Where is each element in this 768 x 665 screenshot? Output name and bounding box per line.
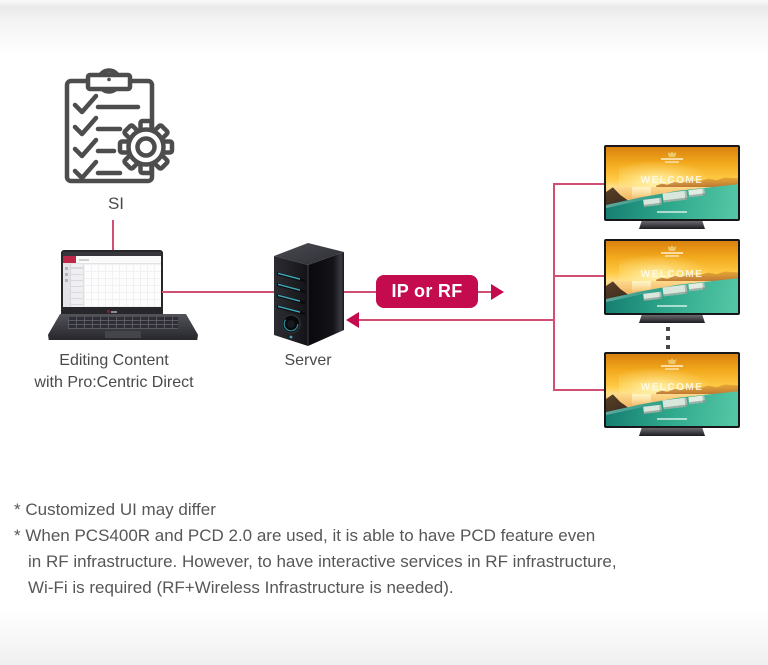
ellipsis-dots-icon xyxy=(666,327,670,349)
server-tower-icon xyxy=(274,243,344,346)
editor-logo-block xyxy=(63,256,76,263)
tv-sun-reflection xyxy=(632,394,651,406)
line-to-tv-3 xyxy=(555,389,604,391)
hotel-logo-icon xyxy=(606,245,738,258)
tv-welcome-text: WELCOME xyxy=(640,175,704,187)
editor-canvas-grid xyxy=(84,264,161,307)
line-tv-trunk xyxy=(553,183,555,391)
editor-tool-rail xyxy=(63,264,71,307)
lg-logo xyxy=(107,310,117,313)
tv-sun-reflection xyxy=(632,281,651,293)
tv-welcome-text: WELCOME xyxy=(640,269,704,281)
line-return-to-server xyxy=(359,319,555,321)
tv-3: WELCOME xyxy=(604,352,740,436)
line-to-tv-1 xyxy=(555,183,604,185)
line-to-tv-2 xyxy=(555,275,604,277)
laptop-keyboard-deck xyxy=(48,314,198,340)
si-label: SI xyxy=(107,194,125,213)
footnote-line-4: Wi-Fi is required (RF+Wireless Infrastru… xyxy=(28,578,454,597)
footnote-line-1: * Customized UI may differ xyxy=(14,500,216,519)
arrow-left-icon xyxy=(346,312,359,328)
laptop-caption-line2: with Pro:Centric Direct xyxy=(34,374,194,391)
footnote-line-2: * When PCS400R and PCD 2.0 are used, it … xyxy=(14,526,596,545)
si-clipboard-gear-icon xyxy=(64,68,175,184)
editor-appbar xyxy=(63,256,161,264)
tv-caption-bar xyxy=(657,305,687,308)
arrow-right-icon xyxy=(491,284,504,300)
pcd-editor-ui xyxy=(63,252,161,307)
line-si-to-laptop xyxy=(112,220,114,253)
tv-screen: WELCOME xyxy=(604,145,740,221)
ip-or-rf-badge: IP or RF xyxy=(376,275,478,308)
footnote-line-3: in RF infrastructure. However, to have i… xyxy=(28,552,617,571)
laptop xyxy=(48,248,198,340)
tv-stand xyxy=(639,221,705,229)
tv-sun-reflection xyxy=(632,187,651,199)
tv-cliffs xyxy=(656,271,738,283)
laptop-keys xyxy=(68,317,178,329)
line-server-to-badge xyxy=(344,291,377,293)
line-laptop-to-server xyxy=(162,291,278,293)
laptop-screen xyxy=(61,250,163,314)
tv-cliffs xyxy=(656,384,738,396)
tv-welcome-text: WELCOME xyxy=(640,382,704,394)
tv-stand xyxy=(639,428,705,436)
hotel-logo-icon xyxy=(606,358,738,371)
tv-caption-bar xyxy=(657,418,687,421)
top-gradient-bar xyxy=(0,0,768,56)
tv-stand xyxy=(639,315,705,323)
tv-2: WELCOME xyxy=(604,239,740,323)
tv-screen: WELCOME xyxy=(604,352,740,428)
hotel-logo-icon xyxy=(606,151,738,164)
tv-screen: WELCOME xyxy=(604,239,740,315)
laptop-touchpad xyxy=(105,331,141,338)
editor-toolbar-mark xyxy=(79,259,89,261)
tv-cliffs xyxy=(656,177,738,189)
tv-caption-bar xyxy=(657,211,687,214)
laptop-caption-line1: Editing Content xyxy=(59,352,169,369)
editor-side-panel xyxy=(71,264,84,307)
footnotes: * Customized UI may differ * When PCS400… xyxy=(14,497,617,601)
tv-1: WELCOME xyxy=(604,145,740,229)
editor-body xyxy=(63,264,161,307)
editor-titlebar xyxy=(63,252,161,256)
laptop-caption: Editing Content with Pro:Centric Direct xyxy=(14,350,214,394)
line-badge-to-arrow xyxy=(478,291,491,293)
server-caption: Server xyxy=(284,352,332,369)
bottom-gradient-bar xyxy=(0,610,768,665)
